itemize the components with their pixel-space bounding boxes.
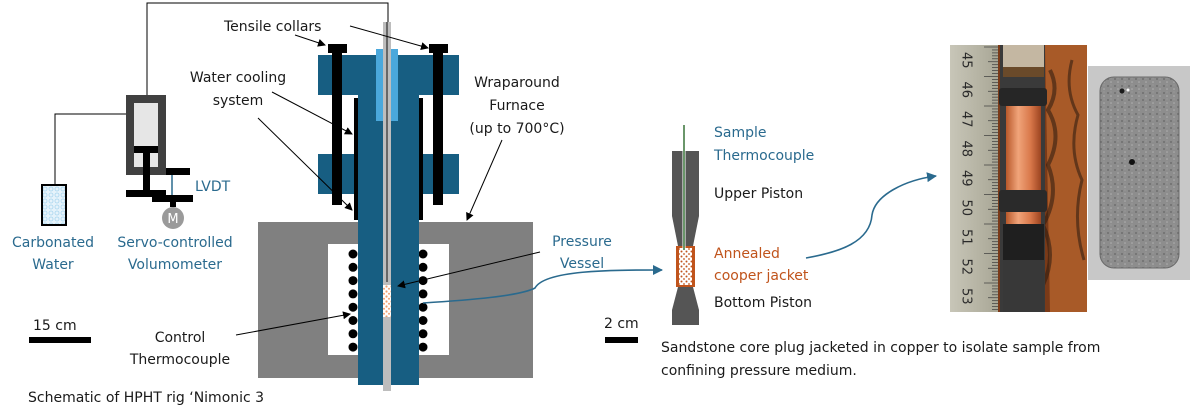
heating-coils	[348, 249, 428, 352]
carbonated-water-reservoir	[41, 184, 67, 226]
heating-coil-dot	[418, 316, 428, 325]
heating-coil-dot	[418, 249, 428, 259]
heating-coil-dot	[418, 302, 428, 312]
lower-collar	[999, 190, 1047, 212]
upper-collar	[999, 88, 1047, 106]
carbonated-water-label-2: Water	[32, 257, 74, 273]
servo-label-2: Volumometer	[128, 257, 222, 273]
copper-jacket-photo	[1006, 106, 1041, 190]
ruler-ticks	[984, 46, 998, 310]
ruler-number: 47	[959, 111, 974, 128]
tensile-collars-label: Tensile collars	[223, 19, 321, 35]
scale-label-15cm: 15 cm	[33, 318, 77, 334]
motor-icon	[162, 207, 184, 229]
ruler-number: 53	[959, 288, 974, 305]
ruler-number: 46	[959, 82, 974, 99]
connector-vessel-to-sample	[422, 265, 663, 304]
top-cap	[1003, 45, 1044, 67]
furnace-label-2: Furnace	[489, 98, 544, 114]
left-caption: Schematic of HPHT rig ‘Nimonic 3	[28, 390, 264, 406]
servo-volumometer: M	[126, 95, 193, 229]
heating-coil-dot	[348, 276, 358, 286]
water-cooling-label-1: Water cooling	[190, 70, 286, 86]
copper-jacket-label-1: Annealed	[714, 246, 780, 262]
furnace-label-3: (up to 700°C)	[469, 121, 564, 137]
sample-thermocouple-label-1: Sample	[714, 125, 767, 141]
pressure-vessel-label-2: Vessel	[560, 256, 604, 272]
heating-coil-dot	[348, 342, 358, 352]
heating-coil-dot	[418, 342, 428, 352]
copper-jacket-label-2: cooper jacket	[714, 268, 809, 284]
ruler-numbers: 45 46 47 48 49 50 51 52 53	[959, 52, 974, 305]
heating-coil-dot	[418, 262, 428, 272]
sample-caption-line-1: Sandstone core plug jacketed in copper t…	[661, 340, 1100, 356]
ruler	[950, 45, 998, 312]
ruler-number: 51	[959, 229, 974, 246]
sandstone-core-photo	[1088, 66, 1190, 280]
scale-label-2cm: 2 cm	[604, 316, 639, 332]
upper-piston-label: Upper Piston	[714, 186, 803, 202]
servo-label-1: Servo-controlled	[117, 235, 232, 251]
jacketed-sample-photo: 45 46 47 48 49 50 51 52 53	[950, 45, 1087, 312]
sample-caption-line-2: confining pressure medium.	[661, 363, 857, 379]
water-cooling-label-2: system	[213, 93, 264, 109]
ruler-number: 52	[959, 259, 974, 276]
heating-coil-dot	[348, 316, 358, 325]
heating-coil-dot	[348, 289, 358, 299]
heating-coil-dot	[348, 262, 358, 272]
ruler-number: 50	[959, 200, 974, 217]
motor-label: M	[167, 212, 178, 227]
control-thermocouple-label-2: Thermocouple	[129, 352, 230, 368]
heating-coil-dot	[348, 249, 358, 259]
heating-coil-dot	[418, 329, 428, 339]
furnace-label-1: Wraparound	[474, 75, 560, 91]
tensile-collars	[328, 44, 448, 205]
pipe-lines	[54, 2, 389, 185]
bottom-piston-label: Bottom Piston	[714, 295, 812, 311]
heating-coil-dot	[348, 302, 358, 312]
heating-coil-dot	[418, 276, 428, 286]
control-thermocouple-label-1: Control	[155, 330, 206, 346]
lvdt-label: LVDT	[195, 179, 231, 195]
heating-coil-dot	[348, 329, 358, 339]
sample-assembly	[672, 125, 699, 325]
ruler-number: 48	[959, 141, 974, 158]
scale-bar-15cm: 15 cm	[29, 318, 91, 343]
ruler-number: 49	[959, 170, 974, 187]
ruler-number: 45	[959, 52, 974, 69]
sample-thermocouple-label-2: Thermocouple	[713, 148, 814, 164]
pressure-vessel-label-1: Pressure	[552, 234, 612, 250]
connector-sample-to-photo	[805, 172, 937, 259]
scale-bar-2cm: 2 cm	[604, 316, 639, 343]
carbonated-water-label-1: Carbonated	[12, 235, 94, 251]
leader-arrows	[235, 25, 541, 336]
heating-coil-dot	[418, 289, 428, 299]
